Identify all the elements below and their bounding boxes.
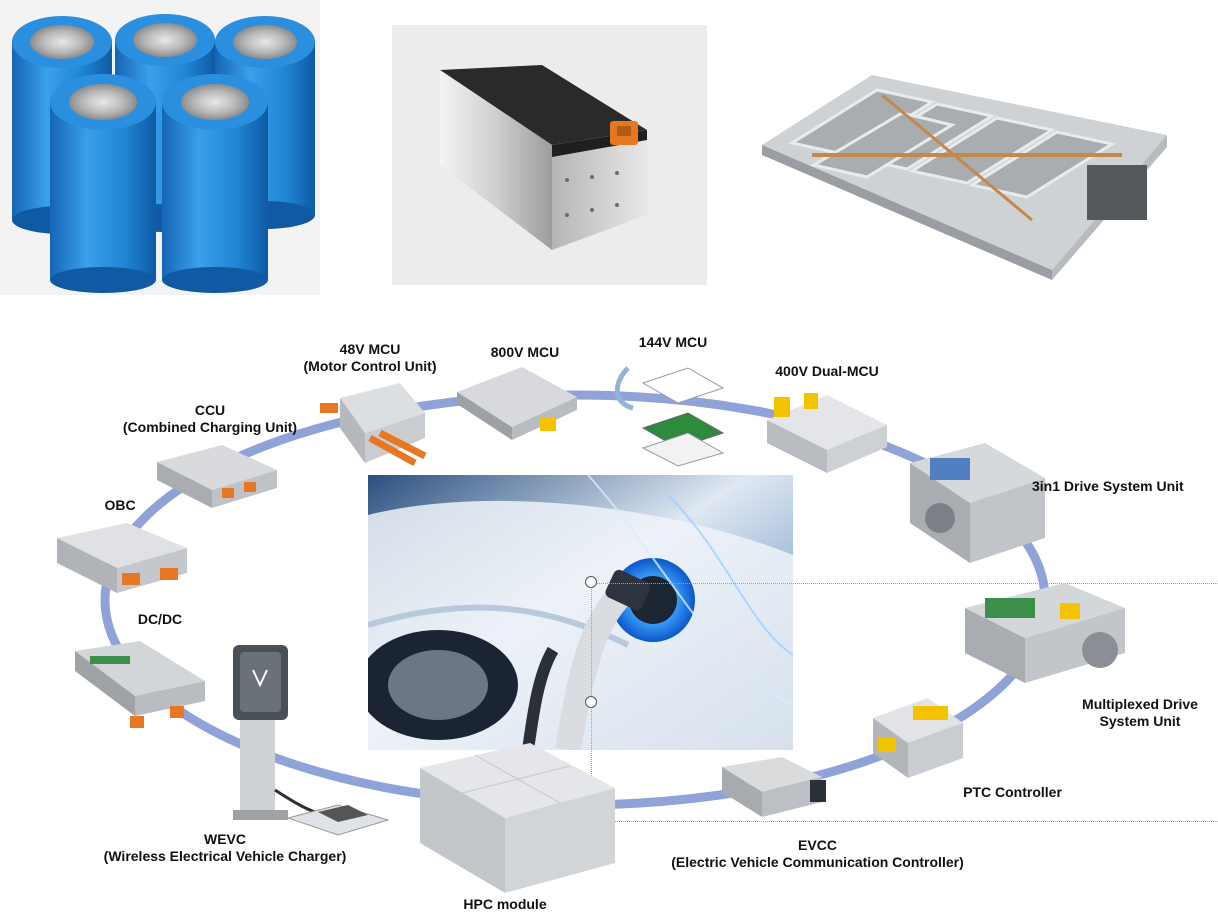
ccu-title: CCU	[194, 402, 226, 418]
callout-dot-middle	[585, 696, 597, 708]
cylindrical-cells-photo	[0, 0, 320, 295]
hpc-title: HPC module	[463, 896, 547, 912]
ptc-title: PTC Controller	[963, 784, 1062, 800]
mcu800-title: 800V MCU	[490, 344, 560, 360]
mcu48-subtitle: (Motor Control Unit)	[303, 358, 437, 374]
hpc-label: HPC module	[445, 896, 565, 913]
callout-dot-top	[585, 576, 597, 588]
ccu-subtitle: (Combined Charging Unit)	[122, 419, 298, 435]
ccu-label: CCU (Combined Charging Unit)	[105, 402, 315, 436]
mcu400-product	[762, 385, 892, 475]
mcu144-product	[608, 358, 733, 468]
battery-pack-photo	[752, 55, 1172, 280]
ptc-label: PTC Controller	[945, 784, 1080, 801]
mcu48-product	[315, 378, 435, 468]
callout-line-top	[597, 583, 1218, 584]
mcu800-label: 800V MCU	[470, 344, 580, 361]
mcu400-title: 400V Dual-MCU	[775, 363, 879, 379]
mcu800-product	[452, 362, 582, 442]
drive3in1-label: 3in1 Drive System Unit	[1032, 478, 1212, 495]
obc-product	[52, 518, 192, 598]
dcdc-product	[70, 636, 210, 731]
wevc-title: WEVC	[204, 831, 246, 847]
evcc-subtitle: (Electric Vehicle Communication Controll…	[671, 854, 964, 870]
evcc-product	[712, 752, 832, 822]
wevc-product	[228, 640, 393, 840]
mcu144-label: 144V MCU	[618, 334, 728, 351]
multiplexed-label: Multiplexed Drive System Unit	[1060, 696, 1218, 730]
multiplexed-title: Multiplexed Drive	[1082, 696, 1198, 712]
battery-module-photo	[392, 25, 707, 285]
drive3in1-product	[900, 438, 1050, 568]
dcdc-label: DC/DC	[115, 611, 205, 628]
wevc-subtitle: (Wireless Electrical Vehicle Charger)	[103, 848, 347, 864]
obc-title: OBC	[104, 497, 136, 513]
wevc-label: WEVC (Wireless Electrical Vehicle Charge…	[75, 831, 375, 865]
hpc-product	[410, 738, 620, 896]
mcu48-title: 48V MCU	[339, 341, 401, 357]
multiplexed-product	[955, 578, 1135, 688]
obc-label: OBC	[85, 497, 155, 514]
drive3in1-title: 3in1 Drive System Unit	[1032, 478, 1184, 494]
ev-charging-photo	[368, 475, 793, 750]
mcu400-label: 400V Dual-MCU	[752, 363, 902, 380]
mcu48-label: 48V MCU (Motor Control Unit)	[290, 341, 450, 375]
ccu-product	[152, 440, 282, 512]
multiplexed-subtitle: System Unit	[1099, 713, 1181, 729]
cell-front-right	[162, 74, 268, 293]
dcdc-title: DC/DC	[137, 611, 183, 627]
evcc-label: EVCC (Electric Vehicle Communication Con…	[640, 837, 995, 871]
ptc-product	[858, 688, 973, 788]
cell-front-left	[50, 74, 156, 293]
mcu144-title: 144V MCU	[638, 334, 708, 350]
evcc-title: EVCC	[798, 837, 837, 853]
callout-line-bottom	[597, 821, 1218, 822]
